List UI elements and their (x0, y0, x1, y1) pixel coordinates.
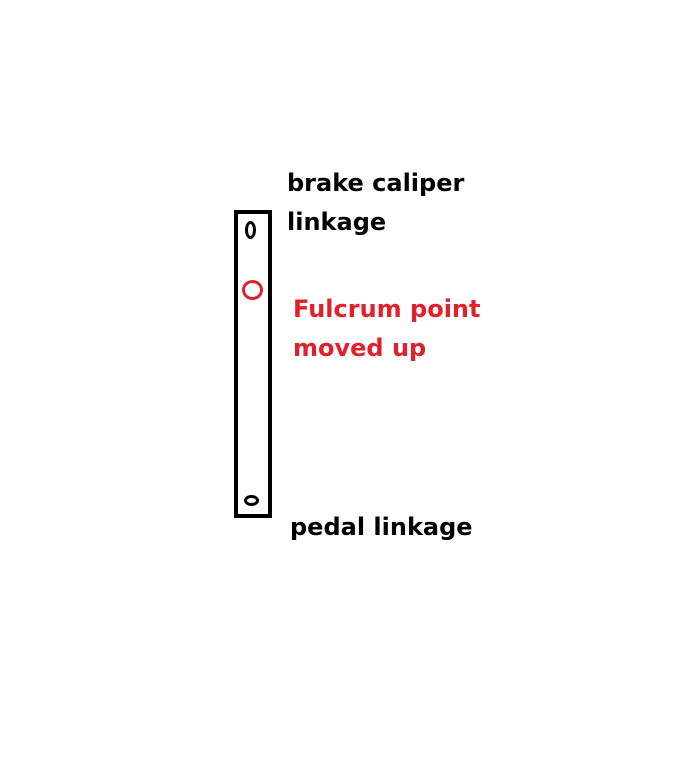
pedal-linkage-hole (244, 495, 259, 506)
brake-caliper-label-line2: linkage (287, 208, 387, 236)
brake-caliper-label-line1: brake caliper (287, 169, 465, 197)
fulcrum-label: Fulcrum point moved up (293, 290, 480, 368)
lever-bar (234, 210, 272, 518)
caliper-linkage-hole (245, 221, 256, 239)
fulcrum-point-circle (242, 280, 263, 300)
fulcrum-label-line1: Fulcrum point (293, 295, 481, 323)
brake-caliper-label: brake caliper linkage (287, 164, 464, 242)
pedal-linkage-label: pedal linkage (290, 513, 473, 541)
fulcrum-label-line2: moved up (293, 334, 427, 362)
